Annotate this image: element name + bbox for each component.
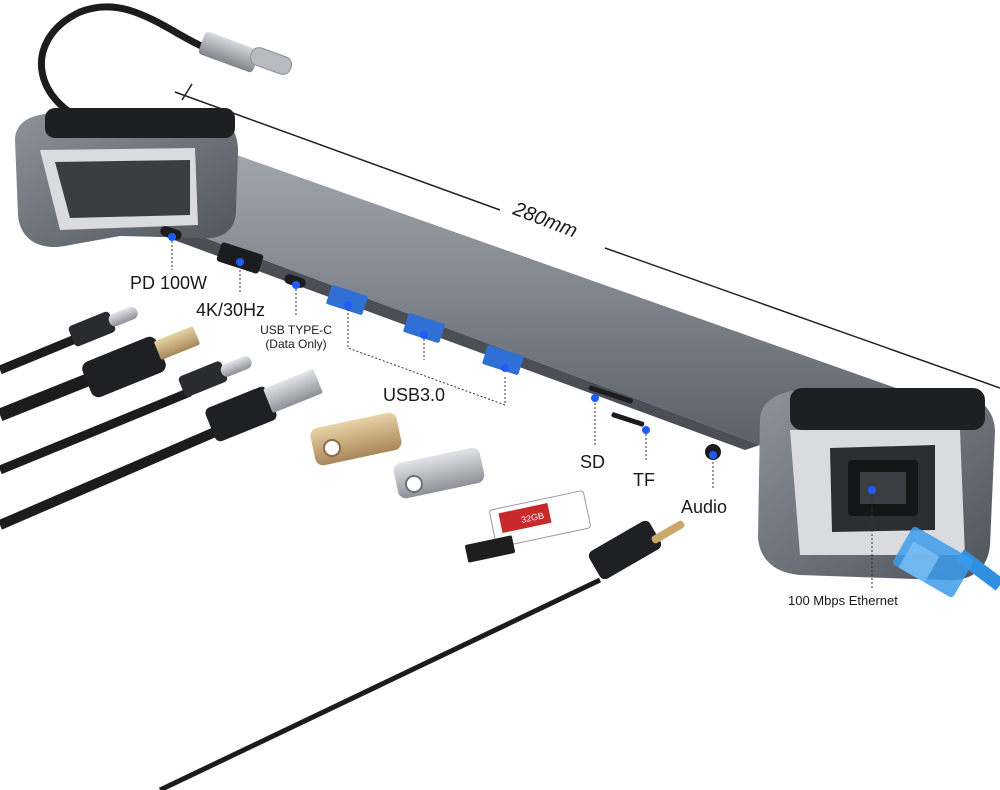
audio-cable — [158, 520, 685, 790]
ethernet-cable — [893, 526, 1000, 598]
usb-c-data-label-line1: USB TYPE-C — [260, 323, 332, 337]
usb3-port-3 — [482, 345, 524, 375]
usb-c-data-label-line2: (Data Only) — [265, 337, 327, 351]
usb-c-pd-port — [160, 226, 182, 240]
sd-card: 32GB — [489, 490, 591, 548]
port-markers — [171, 237, 873, 590]
sd-label: SD — [580, 452, 606, 472]
tf-label: TF — [633, 470, 655, 490]
pd-label: PD 100W — [130, 273, 208, 293]
ethernet-label: 100 Mbps Ethernet — [788, 593, 898, 608]
sd-slot — [588, 385, 633, 404]
usb-c-cable-2 — [0, 356, 252, 475]
usb-a-cable — [0, 369, 323, 530]
hdmi-label: 4K/30Hz — [196, 300, 266, 320]
marker-dots — [168, 233, 876, 494]
audio-label: Audio — [681, 497, 728, 517]
microsd-card — [465, 535, 515, 563]
usb3-port-1 — [326, 285, 368, 315]
usb-c-data-label: USB TYPE-C (Data Only) — [250, 323, 342, 351]
usb-c-input-cable — [38, 3, 293, 134]
usb3-label: USB3.0 — [383, 385, 446, 405]
silver-flash-drive — [393, 447, 485, 499]
usb-c-cable — [0, 306, 138, 375]
dimension-line — [174, 83, 1000, 389]
tf-slot — [611, 412, 645, 427]
gold-flash-drive — [310, 412, 402, 466]
hdmi-cable — [0, 326, 200, 422]
sd-card-label: 32GB — [520, 510, 545, 525]
usb3-port-2 — [403, 313, 445, 343]
usb-c-data-port — [284, 274, 306, 288]
